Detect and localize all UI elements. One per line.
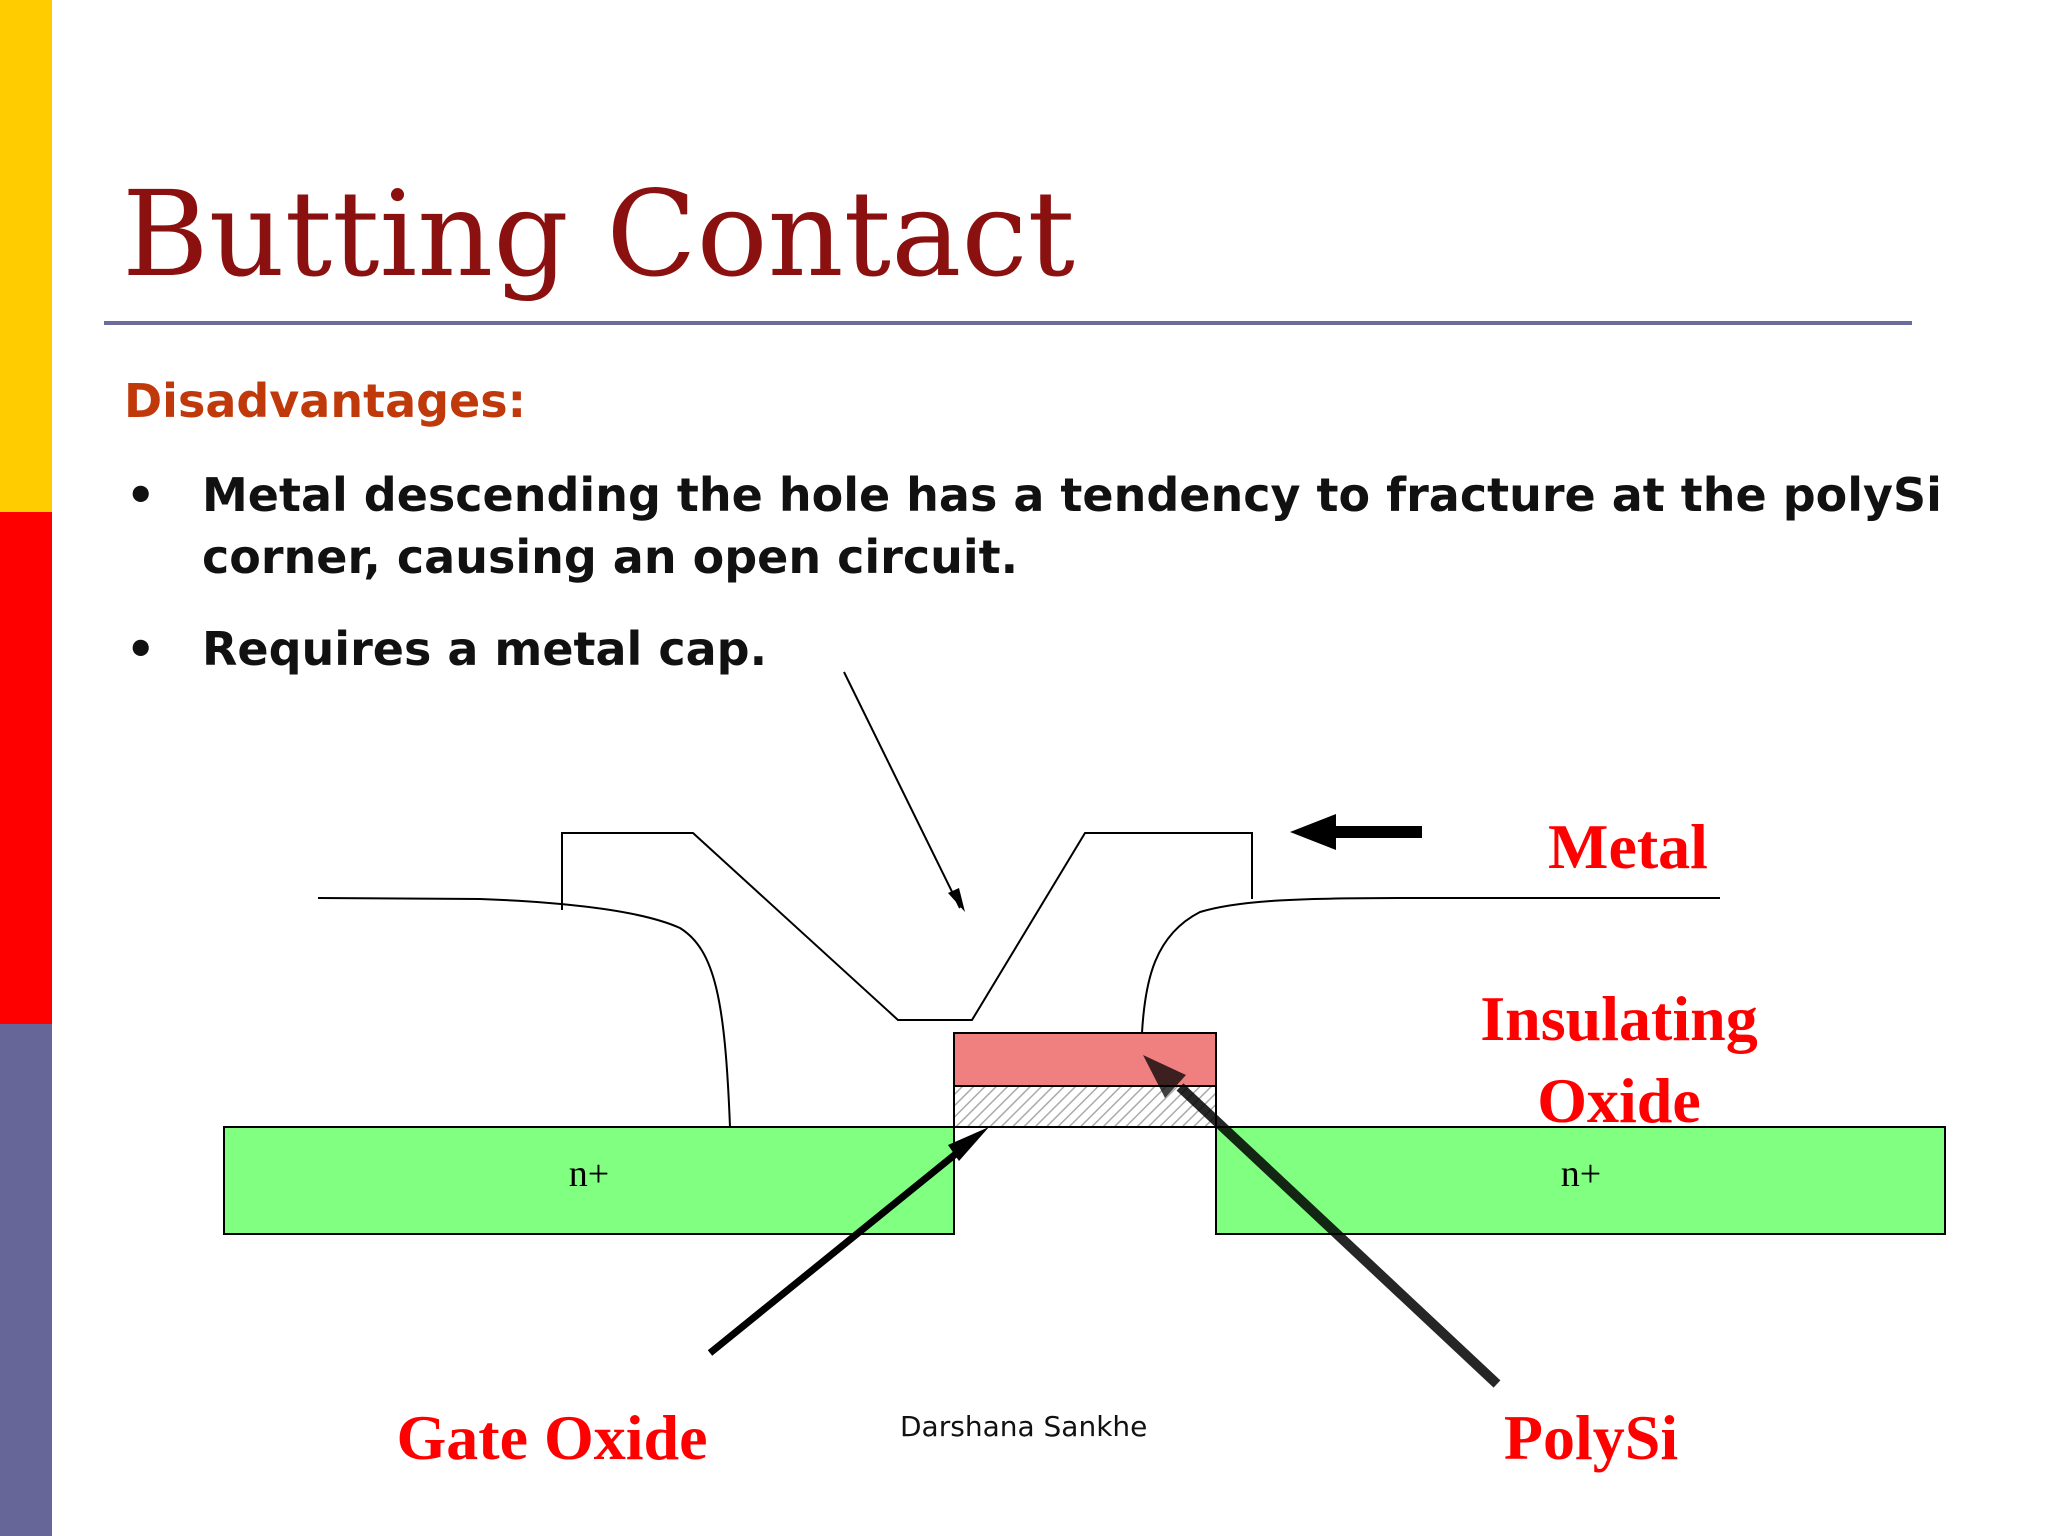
slide-title: Butting Contact (122, 165, 1075, 303)
bullet-text: Requires a metal cap. (202, 622, 768, 676)
insulating-oxide-right-contour (1141, 897, 1720, 1034)
gate-oxide-label: Gate Oxide (396, 1402, 707, 1473)
polysi-arrow-shaft (1176, 1083, 1501, 1388)
fracture-pointer-line (843, 671, 961, 909)
title-divider (104, 321, 1912, 325)
fracture-pointer-arrowhead (948, 888, 965, 912)
metal-cap-outline (561, 832, 1253, 1021)
accent-bar-yellow (0, 0, 52, 512)
polysi-arrow-head (1143, 1055, 1186, 1098)
nplus-left-region (223, 1126, 955, 1235)
nplus-right-label: n+ (1561, 1153, 1601, 1195)
accent-bar-blue (0, 1024, 52, 1536)
accent-bar-red (0, 512, 52, 1024)
polysi-label: PolySi (1504, 1402, 1678, 1473)
bullet-icon: • (126, 622, 156, 676)
gate-oxide-layer (953, 1085, 1217, 1128)
gate-oxide-arrow-head (948, 1127, 989, 1161)
bullet-text: Metal descending the hole has a tendency… (202, 468, 1942, 584)
nplus-right-region (1215, 1126, 1946, 1235)
metal-label: Metal (1548, 811, 1708, 882)
insulating-oxide-label-line1: Insulating (1480, 983, 1757, 1054)
gate-oxide-arrow-shaft (707, 1141, 971, 1356)
metal-arrow-head (1290, 814, 1336, 850)
bullet-icon: • (126, 468, 156, 522)
disadvantages-heading: Disadvantages: (124, 374, 527, 428)
nplus-left-label: n+ (569, 1153, 609, 1195)
insulating-oxide-label-line2: Oxide (1537, 1065, 1701, 1136)
insulating-oxide-left-contour (317, 897, 731, 1128)
footer-author: Darshana Sankhe (900, 1410, 1148, 1443)
